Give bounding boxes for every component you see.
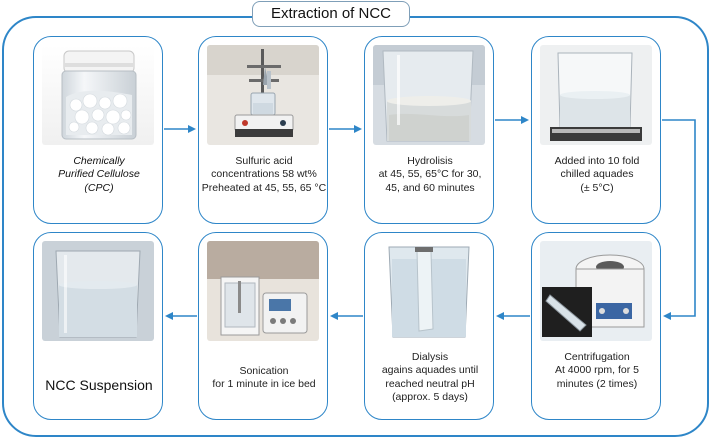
caption-line: Centrifugation <box>564 351 630 363</box>
step-hydrolisis-caption: Hydrolisis at 45, 55, 65°C for 30, 45, a… <box>367 155 493 195</box>
caption-line: (approx. 5 days) <box>392 390 468 403</box>
caption-line: NCC Suspension <box>45 377 153 393</box>
hydrolisis-beaker-photo <box>373 45 485 145</box>
step-ncc-suspension: NCC Suspension <box>33 232 163 420</box>
caption-line: Dialysis <box>411 351 449 363</box>
step-cpc: Chemically Purified Cellulose (CPC) <box>33 36 163 224</box>
caption-line: At 4000 rpm, for 5 <box>554 364 640 377</box>
diagram-title: Extraction of NCC <box>252 1 410 27</box>
caption-line: (± 5°C) <box>580 181 614 194</box>
caption-line: 45, and 60 minutes <box>385 181 475 194</box>
step-cpc-caption: Chemically Purified Cellulose (CPC) <box>36 155 162 195</box>
cpc-jar-photo <box>42 45 154 145</box>
acid-setup-photo <box>207 45 319 145</box>
step-dialysis: Dialysis agains aquades until reached ne… <box>364 232 494 420</box>
caption-line: Added into 10 fold <box>554 155 640 167</box>
caption-line: agains aquades until <box>381 364 479 377</box>
step-chilled-aquades: Added into 10 fold chilled aquades (± 5°… <box>531 36 661 224</box>
step-hydrolisis: Hydrolisis at 45, 55, 65°C for 30, 45, a… <box>364 36 494 224</box>
step-dialysis-caption: Dialysis agains aquades until reached ne… <box>367 351 493 404</box>
step-centrifugation-caption: Centrifugation At 4000 rpm, for 5 minute… <box>534 351 660 391</box>
chilled-beaker-photo <box>540 45 652 145</box>
caption-line: reached neutral pH <box>385 377 475 390</box>
ncc-suspension-photo <box>42 241 154 341</box>
step-centrifugation: Centrifugation At 4000 rpm, for 5 minute… <box>531 232 661 420</box>
caption-line: concentrations 58 wt% <box>211 168 317 181</box>
caption-line: Purified Cellulose <box>58 168 140 181</box>
arrow-chilled-to-centrifugation <box>662 119 696 320</box>
sonicator-photo <box>207 241 319 341</box>
caption-line: Sulfuric acid <box>235 155 293 167</box>
step-ncc-suspension-caption: NCC Suspension <box>36 377 162 393</box>
caption-line: (CPC) <box>84 181 114 194</box>
step-sulfuric-acid-caption: Sulfuric acid concentrations 58 wt% Preh… <box>201 155 327 195</box>
step-chilled-aquades-caption: Added into 10 fold chilled aquades (± 5°… <box>534 155 660 195</box>
caption-line: at 45, 55, 65°C for 30, <box>378 168 482 181</box>
step-sonication-caption: Sonication for 1 minute in ice bed <box>201 365 327 392</box>
caption-line: for 1 minute in ice bed <box>212 378 316 391</box>
caption-line: minutes (2 times) <box>556 377 638 390</box>
caption-line: Preheated at 45, 55, 65 °C <box>201 181 327 194</box>
caption-line: Sonication <box>239 365 289 377</box>
dialysis-beaker-photo <box>373 241 485 341</box>
step-sulfuric-acid: Sulfuric acid concentrations 58 wt% Preh… <box>198 36 328 224</box>
caption-line: Chemically <box>73 155 125 167</box>
caption-line: chilled aquades <box>560 168 634 181</box>
caption-line: Hydrolisis <box>407 155 453 167</box>
step-sonication: Sonication for 1 minute in ice bed <box>198 232 328 420</box>
centrifuge-photo <box>540 241 652 341</box>
